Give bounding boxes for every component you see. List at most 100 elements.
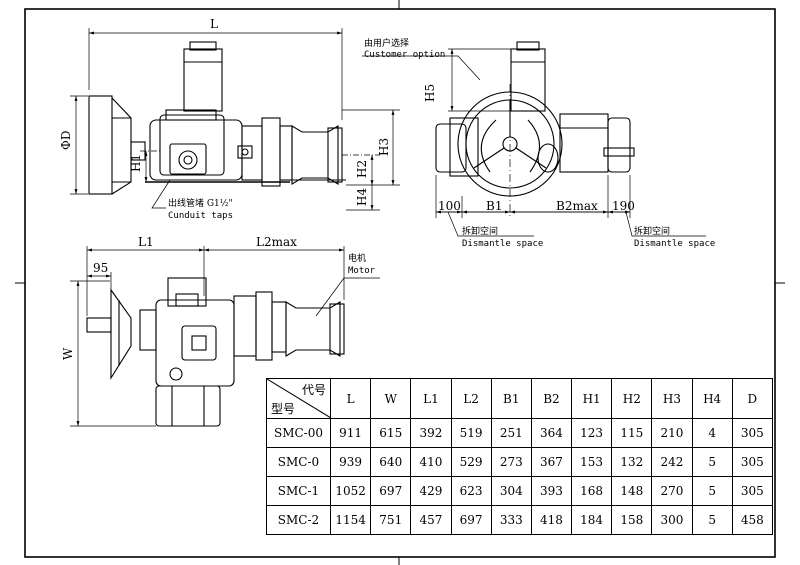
value-cell: 5 bbox=[691, 476, 733, 506]
dim-H2: H2 bbox=[355, 160, 369, 178]
table-header-cell: L bbox=[329, 378, 372, 419]
model-cell: SMC-00 bbox=[266, 418, 331, 448]
dim-L2max: L2max bbox=[256, 235, 297, 249]
value-cell: 697 bbox=[370, 476, 412, 506]
dim-D: ΦD bbox=[59, 131, 73, 150]
dim-W: W bbox=[61, 347, 75, 360]
value-cell: 304 bbox=[490, 476, 532, 506]
conduit-label-en: Cunduit taps bbox=[168, 211, 233, 221]
dim-H5: H5 bbox=[423, 84, 437, 102]
value-cell: 333 bbox=[490, 505, 532, 535]
value-cell: 623 bbox=[450, 476, 492, 506]
table-corner-cell: 代号 型号 bbox=[266, 378, 331, 419]
table-header-cell: L1 bbox=[410, 378, 452, 419]
value-cell: 242 bbox=[651, 447, 693, 477]
dismantle-label-cn-1: 拆卸空间 bbox=[462, 225, 498, 237]
table-header-cell: B2 bbox=[530, 378, 573, 419]
top-view bbox=[86, 277, 345, 427]
motor-label-en: Motor bbox=[348, 266, 376, 276]
value-cell: 640 bbox=[370, 447, 412, 477]
side-view-dimensions bbox=[70, 28, 400, 211]
value-cell: 210 bbox=[651, 418, 693, 448]
table-row: SMC-0 939 640 410 529 273 367 153 132 24… bbox=[266, 447, 774, 477]
value-cell: 392 bbox=[410, 418, 452, 448]
value-cell: 529 bbox=[450, 447, 492, 477]
model-cell: SMC-1 bbox=[266, 476, 331, 506]
value-cell: 5 bbox=[691, 447, 733, 477]
value-cell: 251 bbox=[490, 418, 532, 448]
table-header-cell: H1 bbox=[571, 378, 613, 419]
drawing-frame bbox=[15, 0, 785, 565]
dim-B2max: B2max bbox=[556, 199, 598, 213]
dim-H1: H1 bbox=[129, 154, 143, 172]
corner-diagonal bbox=[267, 379, 330, 418]
value-cell: 1052 bbox=[329, 476, 372, 506]
dim-L1: L1 bbox=[138, 235, 154, 249]
value-cell: 5 bbox=[691, 505, 733, 535]
value-cell: 410 bbox=[410, 447, 452, 477]
dim-B1: B1 bbox=[486, 199, 502, 213]
value-cell: 305 bbox=[731, 447, 774, 477]
value-cell: 364 bbox=[530, 418, 573, 448]
value-cell: 751 bbox=[370, 505, 412, 535]
value-cell: 418 bbox=[530, 505, 573, 535]
value-cell: 457 bbox=[410, 505, 452, 535]
value-cell: 615 bbox=[370, 418, 412, 448]
table-header-cell: L2 bbox=[450, 378, 492, 419]
table-header-cell: W bbox=[370, 378, 412, 419]
front-view bbox=[435, 41, 635, 197]
value-cell: 153 bbox=[571, 447, 613, 477]
dismantle-label-cn-2: 拆卸空间 bbox=[634, 225, 670, 237]
table-row: SMC-1 1052 697 429 623 304 393 168 148 2… bbox=[266, 476, 774, 506]
value-cell: 429 bbox=[410, 476, 452, 506]
dim-100: 100 bbox=[438, 199, 461, 213]
table-row: SMC-00 911 615 392 519 251 364 123 115 2… bbox=[266, 418, 774, 448]
motor-label-cn: 电机 bbox=[348, 252, 366, 264]
table-row: SMC-2 1154 751 457 697 333 418 184 158 3… bbox=[266, 505, 774, 535]
value-cell: 305 bbox=[731, 418, 774, 448]
table-header-cell: D bbox=[731, 378, 774, 419]
value-cell: 939 bbox=[329, 447, 372, 477]
conduit-label-cn: 出线管堵 G1½" bbox=[168, 197, 233, 209]
dim-L: L bbox=[210, 17, 218, 31]
value-cell: 148 bbox=[611, 476, 653, 506]
dim-H3: H3 bbox=[377, 138, 391, 156]
value-cell: 168 bbox=[571, 476, 613, 506]
dim-95: 95 bbox=[93, 261, 108, 275]
model-cell: SMC-2 bbox=[266, 505, 331, 535]
dismantle-label-en-2: Dismantle space bbox=[634, 239, 715, 249]
value-cell: 911 bbox=[329, 418, 372, 448]
value-cell: 305 bbox=[731, 476, 774, 506]
corner-model-label: 型号 bbox=[271, 402, 296, 416]
value-cell: 115 bbox=[611, 418, 653, 448]
value-cell: 4 bbox=[691, 418, 733, 448]
value-cell: 300 bbox=[651, 505, 693, 535]
value-cell: 1154 bbox=[329, 505, 372, 535]
model-cell: SMC-0 bbox=[266, 447, 331, 477]
value-cell: 519 bbox=[450, 418, 492, 448]
table-header-cell: H4 bbox=[691, 378, 733, 419]
value-cell: 184 bbox=[571, 505, 613, 535]
customer-option-cn: 由用户选择 bbox=[364, 37, 409, 49]
table-header-cell: H3 bbox=[651, 378, 693, 419]
spec-table: 代号 型号 L W L1 L2 B1 B2 H1 H2 H3 H4 D SMC-… bbox=[266, 378, 774, 535]
dim-190: 190 bbox=[612, 199, 635, 213]
value-cell: 458 bbox=[731, 505, 774, 535]
value-cell: 123 bbox=[571, 418, 613, 448]
table-header-cell: B1 bbox=[490, 378, 532, 419]
value-cell: 158 bbox=[611, 505, 653, 535]
value-cell: 270 bbox=[651, 476, 693, 506]
front-view-dimensions bbox=[362, 48, 706, 237]
customer-option-en: Customer option bbox=[364, 50, 445, 60]
value-cell: 132 bbox=[611, 447, 653, 477]
top-view-dimensions bbox=[70, 246, 380, 427]
table-header-cell: H2 bbox=[611, 378, 653, 419]
value-cell: 367 bbox=[530, 447, 573, 477]
value-cell: 273 bbox=[490, 447, 532, 477]
value-cell: 393 bbox=[530, 476, 573, 506]
table-header-row: 代号 型号 L W L1 L2 B1 B2 H1 H2 H3 H4 D bbox=[266, 378, 774, 419]
side-view bbox=[88, 41, 346, 195]
value-cell: 697 bbox=[450, 505, 492, 535]
dim-H4: H4 bbox=[355, 188, 369, 206]
